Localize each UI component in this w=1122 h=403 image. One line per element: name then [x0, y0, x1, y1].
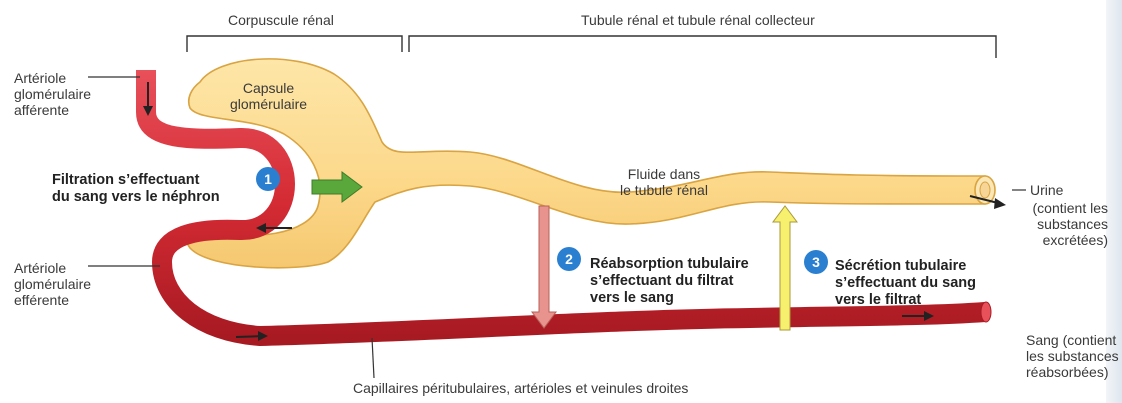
capsule-label: Capsule glomérulaire: [230, 80, 307, 112]
corpuscle-bracket: [187, 36, 402, 52]
tubule-bracket: [409, 36, 996, 58]
reabsorption-label: Réabsorption tubulaire s’effectuant du f…: [590, 256, 749, 307]
capillaries-label: Capillaires péritubulaires, artérioles e…: [353, 380, 688, 396]
process-2-badge: 2: [557, 247, 581, 271]
fluid-label: Fluide dans le tubule rénal: [620, 166, 708, 198]
filtration-label: Filtration s’effectuant du sang vers le …: [52, 172, 220, 206]
secretion-label: Sécrétion tubulaire s’effectuant du sang…: [835, 258, 976, 309]
urine-label: Urine: [1030, 182, 1063, 198]
vessel-end: [981, 302, 991, 322]
corpuscle-header: Corpuscule rénal: [228, 12, 334, 28]
process-1-badge: 1: [256, 167, 280, 191]
afferent-arteriole-label: Artériole glomérulaire afférente: [14, 70, 91, 118]
process-3-badge: 3: [804, 250, 828, 274]
blood-label: Sang (contient les substances réabsorbée…: [1026, 332, 1119, 380]
leader-capillaries: [372, 338, 374, 378]
tubule-header: Tubule rénal et tubule rénal collecteur: [581, 12, 815, 28]
efferent-arteriole-label: Artériole glomérulaire efférente: [14, 260, 91, 308]
urine-detail-label: (contient les substances excrétées): [1024, 200, 1108, 248]
reabsorption-arrow: [532, 206, 556, 328]
